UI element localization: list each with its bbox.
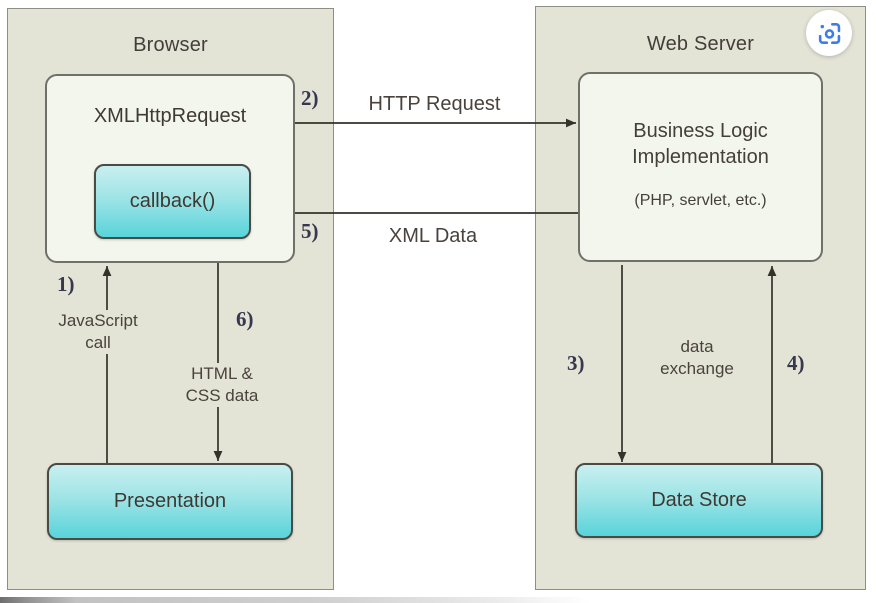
browser-panel-title: Browser [133,34,208,56]
web-server-panel-title: Web Server [646,33,755,55]
data-store-label: Data Store [651,489,747,511]
presentation-box: Presentation [47,463,293,540]
http-request-label: HTTP Request [368,93,501,115]
javascript-call-label: JavaScript call [48,310,148,354]
business-logic-box: Business Logic Implementation (PHP, serv… [578,72,823,262]
data-store-box: Data Store [575,463,823,538]
step3-number: 3) [567,351,585,375]
step6-number: 6) [236,307,254,331]
callback-label: callback() [129,190,216,212]
step5-number: 5) [301,219,319,243]
xml-data-label: XML Data [388,225,478,247]
lens-search-icon [818,22,840,44]
data-exchange-label: data exchange [660,337,734,378]
step4-number: 4) [787,351,805,375]
xmlhttprequest-label: XMLHttpRequest [93,105,247,127]
callback-box: callback() [94,164,251,239]
image-search-lens-button[interactable] [806,10,852,56]
step1-number: 1) [57,272,75,296]
html-css-data-label: HTML & CSS data [173,363,271,407]
presentation-label: Presentation [113,490,227,512]
bottom-edge-bar [0,597,590,603]
business-logic-title: Business Logic Implementation [632,120,769,168]
step2-number: 2) [301,86,319,110]
business-logic-subtitle: (PHP, servlet, etc.) [634,192,767,209]
